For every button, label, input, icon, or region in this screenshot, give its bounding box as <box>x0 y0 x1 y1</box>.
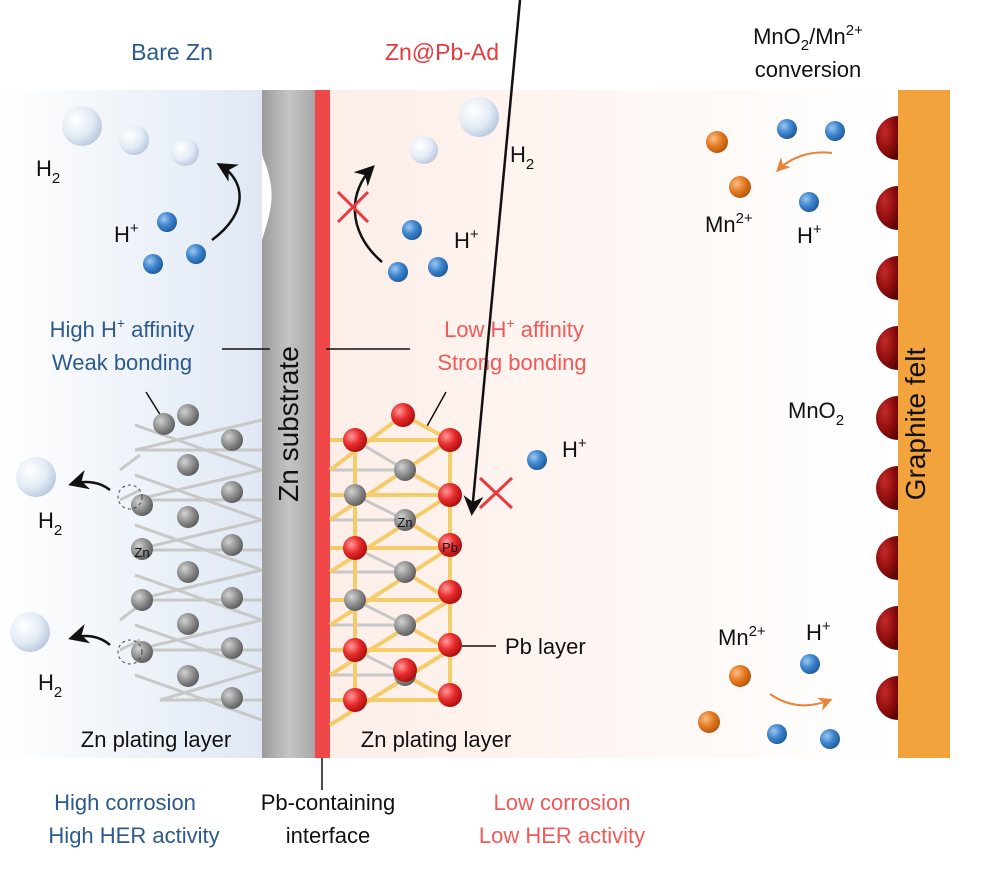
right-bond-leader <box>425 391 447 429</box>
left-affinity-line1: High H+ affinity <box>50 315 195 342</box>
left-result-line2: High HER activity <box>48 823 219 848</box>
cathode-mn-label-top: Mn2+ <box>705 210 753 237</box>
right-blocked-x-mark <box>336 190 370 224</box>
pb-layer-label: Pb layer <box>505 634 586 659</box>
left-h2-release-arrow-2 <box>68 623 111 646</box>
cathode-ions-bottom <box>698 654 840 749</box>
right-h-ions <box>388 220 448 282</box>
left-zn-plating-label: Zn plating layer <box>81 727 231 752</box>
conversion-title-line2: conversion <box>755 57 861 82</box>
left-hplus-label: H+ <box>114 220 139 247</box>
interface-label-line2: interface <box>286 823 370 848</box>
left-affinity-line2: Weak bonding <box>52 350 192 375</box>
right-lattice-x-mark <box>478 476 514 510</box>
left-zn-atoms <box>131 404 243 709</box>
right-hplus-label: H+ <box>454 226 479 253</box>
graphite-felt <box>898 90 950 758</box>
right-affinity-line1: Low H+ affinity <box>444 315 584 342</box>
left-h2-label-mid: H2 <box>38 508 62 539</box>
right-blocked-arrow <box>353 165 383 263</box>
bare-zn-header: Bare Zn <box>131 39 213 65</box>
right-zn-atom-label: Zn <box>397 515 412 530</box>
right-zn-plating-label: Zn plating layer <box>361 727 511 752</box>
right-h2-label: H2 <box>510 142 534 173</box>
conversion-title-line1: MnO2/Mn2+ <box>753 22 863 54</box>
cathode-ions-top <box>706 119 845 212</box>
right-h2-bubble-small <box>410 136 438 164</box>
mno2-label: MnO2 <box>788 398 844 429</box>
right-approaching-h-ion <box>527 450 547 470</box>
left-h2-bubbles <box>62 106 199 166</box>
left-zn-lattice-bonds <box>119 418 263 722</box>
zn-pb-ad-header: Zn@Pb-Ad <box>385 39 499 65</box>
zn-substrate <box>262 90 315 758</box>
cathode-hplus-label-top: H+ <box>797 221 822 248</box>
pb-atom-label: Pb <box>442 540 458 555</box>
left-h2-label: H2 <box>36 156 60 187</box>
left-her-arrow <box>211 162 241 242</box>
interface-label-line1: Pb-containing <box>261 790 396 815</box>
zn-substrate-label: Zn substrate <box>273 346 304 502</box>
graphite-felt-label: Graphite felt <box>900 348 931 501</box>
cathode-oxidation-arrow <box>769 693 833 711</box>
left-vacancy-1 <box>117 484 143 510</box>
right-result-line1: Low corrosion <box>494 790 631 815</box>
left-zn-atom-label: Zn <box>134 545 149 560</box>
right-hplus-label-lattice: H+ <box>562 435 587 462</box>
left-h2-bubble-low <box>10 612 50 652</box>
right-h2-bubble-large <box>459 97 499 137</box>
left-h2-bubble-mid <box>16 457 56 497</box>
right-h-approach-arrow <box>463 0 522 516</box>
left-h2-label-low: H2 <box>38 670 62 701</box>
cathode-mn-label-bottom: Mn2+ <box>718 623 766 650</box>
left-h2-release-arrow-1 <box>68 469 111 492</box>
pb-interface-layer <box>315 90 330 758</box>
cathode-reduction-arrow <box>776 151 833 172</box>
mno2-particles <box>875 116 898 721</box>
right-pb-atoms <box>343 403 462 712</box>
bare-zn-electrolyte-bg <box>0 90 262 758</box>
right-affinity-line2: Strong bonding <box>437 350 586 375</box>
cathode-hplus-label-bottom: H+ <box>806 618 831 645</box>
right-zn-atoms <box>344 459 416 686</box>
left-h-ions <box>143 212 206 274</box>
left-vacancy-2 <box>117 639 143 665</box>
left-result-line1: High corrosion <box>54 790 196 815</box>
right-result-line2: Low HER activity <box>479 823 645 848</box>
